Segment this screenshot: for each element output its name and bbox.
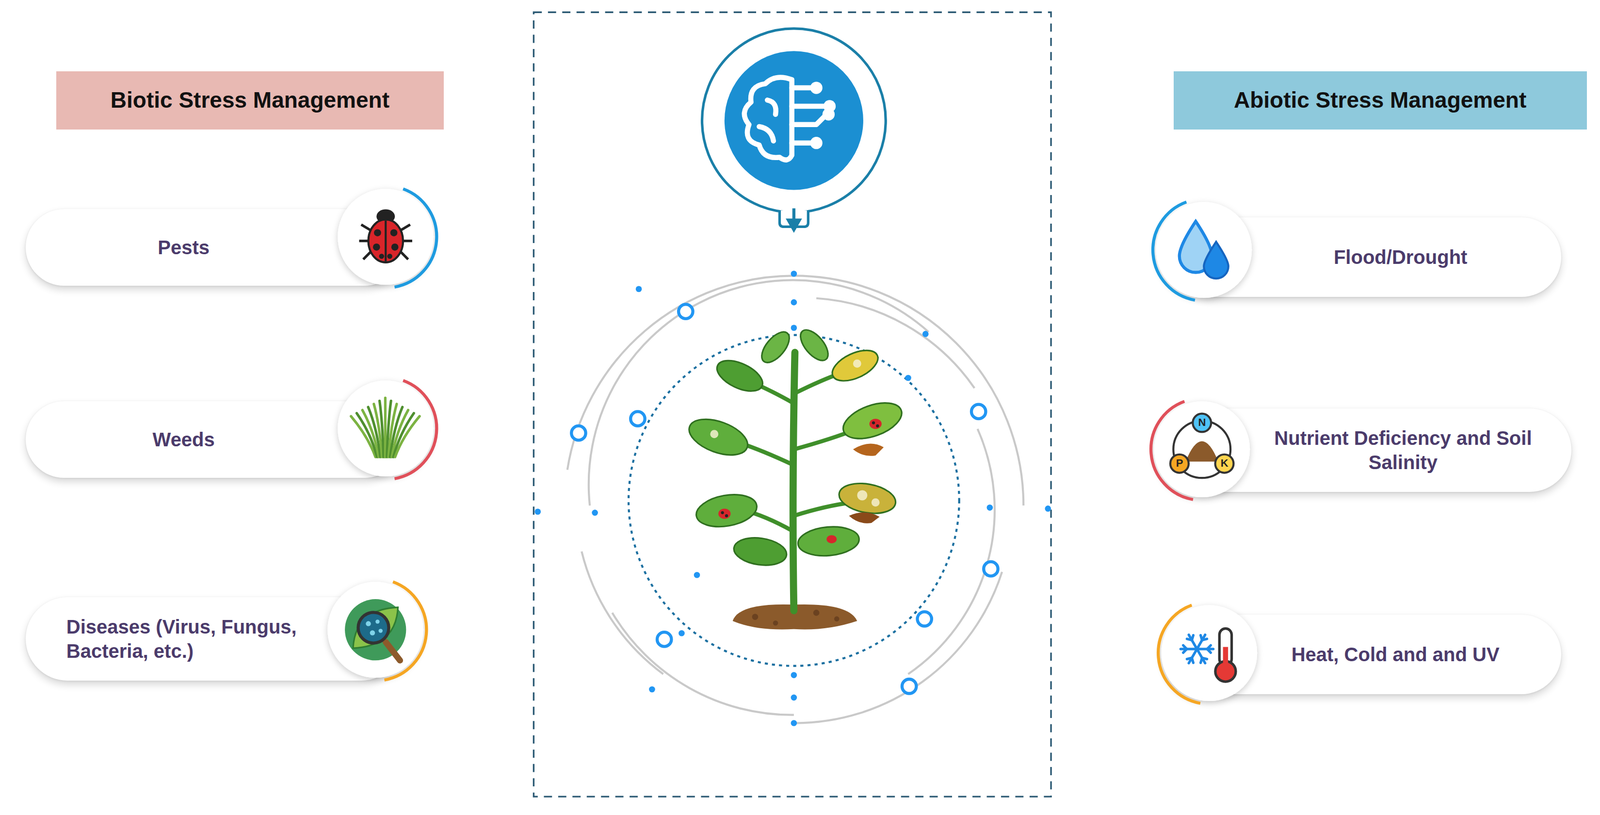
stress-icon [324,175,447,298]
stress-label: Diseases (Virus, Fungus, Bacteria, etc.) [66,614,342,663]
stress-pill: Flood/Drought [1173,217,1562,297]
stress-pill: Weeds [25,401,404,478]
category-header: Abiotic Stress Management [1173,71,1587,130]
stress-label: Weeds [152,427,215,452]
stress-label: Heat, Cold and and UV [1291,642,1500,667]
stress-label: Nutrient Deficiency and Soil Salinity [1249,425,1556,475]
stress-icon [1147,591,1271,714]
stress-label: Flood/Drought [1333,244,1468,270]
category-header: Biotic Stress Management [56,71,445,130]
stress-label: Pests [157,235,210,260]
nutrient-letter: N [1197,417,1206,428]
stress-pill: Nutrient Deficiency and Soil Salinity N P K [1163,408,1572,493]
nutrient-letter: K [1220,457,1229,469]
stress-icon [324,367,447,490]
header-text: Abiotic Stress Management [1233,86,1527,115]
stress-icon [1142,188,1265,311]
stress-pill: Diseases (Virus, Fungus, Bacteria, etc.) [25,597,404,681]
nutrient-letter: P [1176,457,1184,469]
header-text: Biotic Stress Management [110,86,390,115]
stress-icon [314,568,437,691]
stress-pill: Heat, Cold and and UV [1163,614,1562,695]
stress-icon [1140,387,1263,511]
stress-pill: Pests [25,209,404,286]
